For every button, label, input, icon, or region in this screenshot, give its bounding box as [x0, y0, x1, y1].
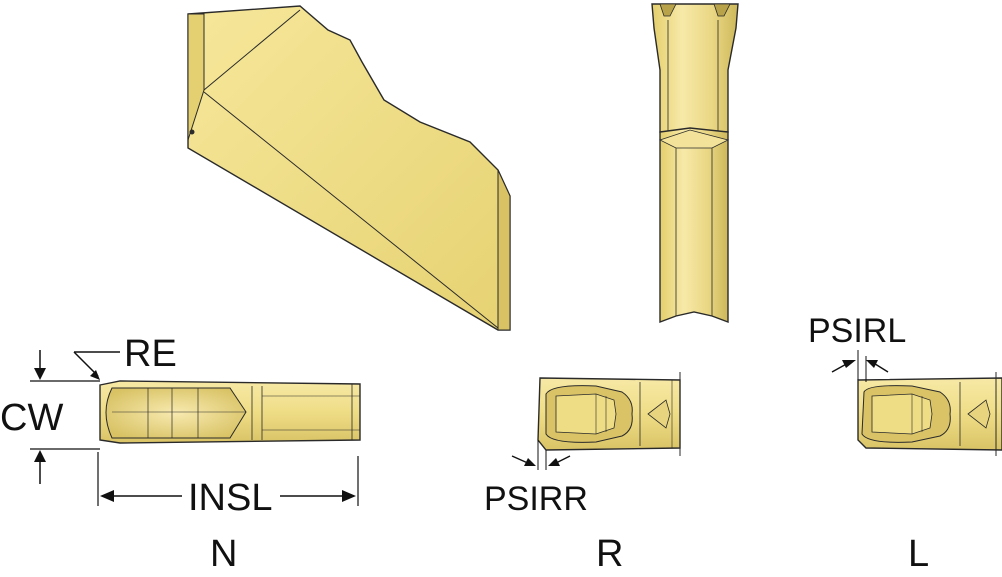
re-annotation: RE: [73, 333, 177, 380]
psirl-label: PSIRL: [808, 312, 906, 350]
vertical-insert-view: [651, 3, 739, 324]
insert-view-r: [537, 372, 681, 470]
insl-dimension: INSL: [97, 452, 359, 519]
re-label: RE: [124, 333, 177, 375]
psirr-label: PSIRR: [484, 480, 588, 518]
psirr-annotation: PSIRR: [484, 455, 588, 518]
isometric-insert-view: [187, 5, 511, 331]
psirl-annotation: PSIRL: [808, 312, 906, 373]
variant-l-label: L: [908, 533, 929, 575]
insert-view-l: [857, 350, 1002, 456]
insert-view-n: [99, 380, 361, 444]
insl-label: INSL: [188, 477, 272, 519]
variant-n-label: N: [210, 533, 237, 575]
cw-dimension: CW: [0, 350, 100, 484]
variant-r-label: R: [596, 533, 623, 575]
cw-label: CW: [0, 397, 63, 439]
